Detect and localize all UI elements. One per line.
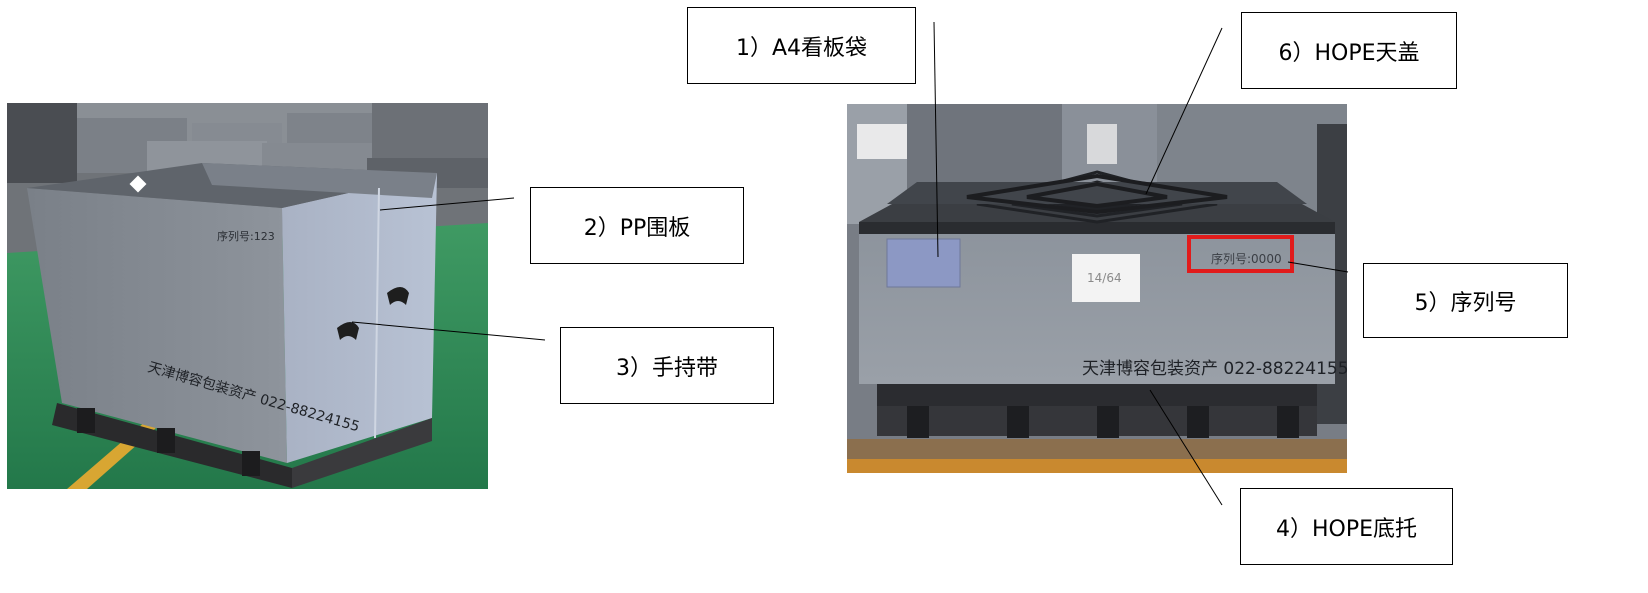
callout-label: 5）序列号 [1414,290,1517,316]
left-serial-label: 序列号:123 [217,229,275,243]
callout-pp-sleeve: 2）PP围板 [530,187,744,264]
serial-highlight-box [1187,235,1294,273]
leader-line-2 [379,197,515,211]
leader-line-4 [1149,389,1223,506]
callout-label: 3）手持带 [616,355,718,381]
callout-label: 6）HOPE天盖 [1278,40,1420,66]
right-serial-label: 序列号:0000 [1211,251,1282,266]
callout-label: 2）PP围板 [583,215,691,241]
callout-label: 1）A4看板袋 [735,35,868,61]
callout-hope-pallet: 4）HOPE底托 [1240,488,1453,565]
leader-line-3 [351,321,546,341]
callout-hope-lid: 6）HOPE天盖 [1241,12,1457,89]
leader-line-5 [1287,261,1349,273]
callout-label: 4）HOPE底托 [1275,516,1418,542]
callout-serial-number: 5）序列号 [1363,263,1568,338]
right-product-photo: 14/64 序列号:0000 天津博容包装资产 022-88224155 [847,104,1347,473]
leader-line-1 [933,21,939,258]
right-card-text: 14/64 [1087,271,1122,285]
right-front-print: 天津博容包装资产 022-88224155 [1082,359,1347,379]
leader-line-6 [1145,27,1223,195]
callout-hand-strap: 3）手持带 [560,327,774,404]
left-product-photo: 序列号:123 天津博容包装资产 022-88224155 [7,103,488,489]
callout-a4-kanban-bag: 1）A4看板袋 [687,7,916,84]
